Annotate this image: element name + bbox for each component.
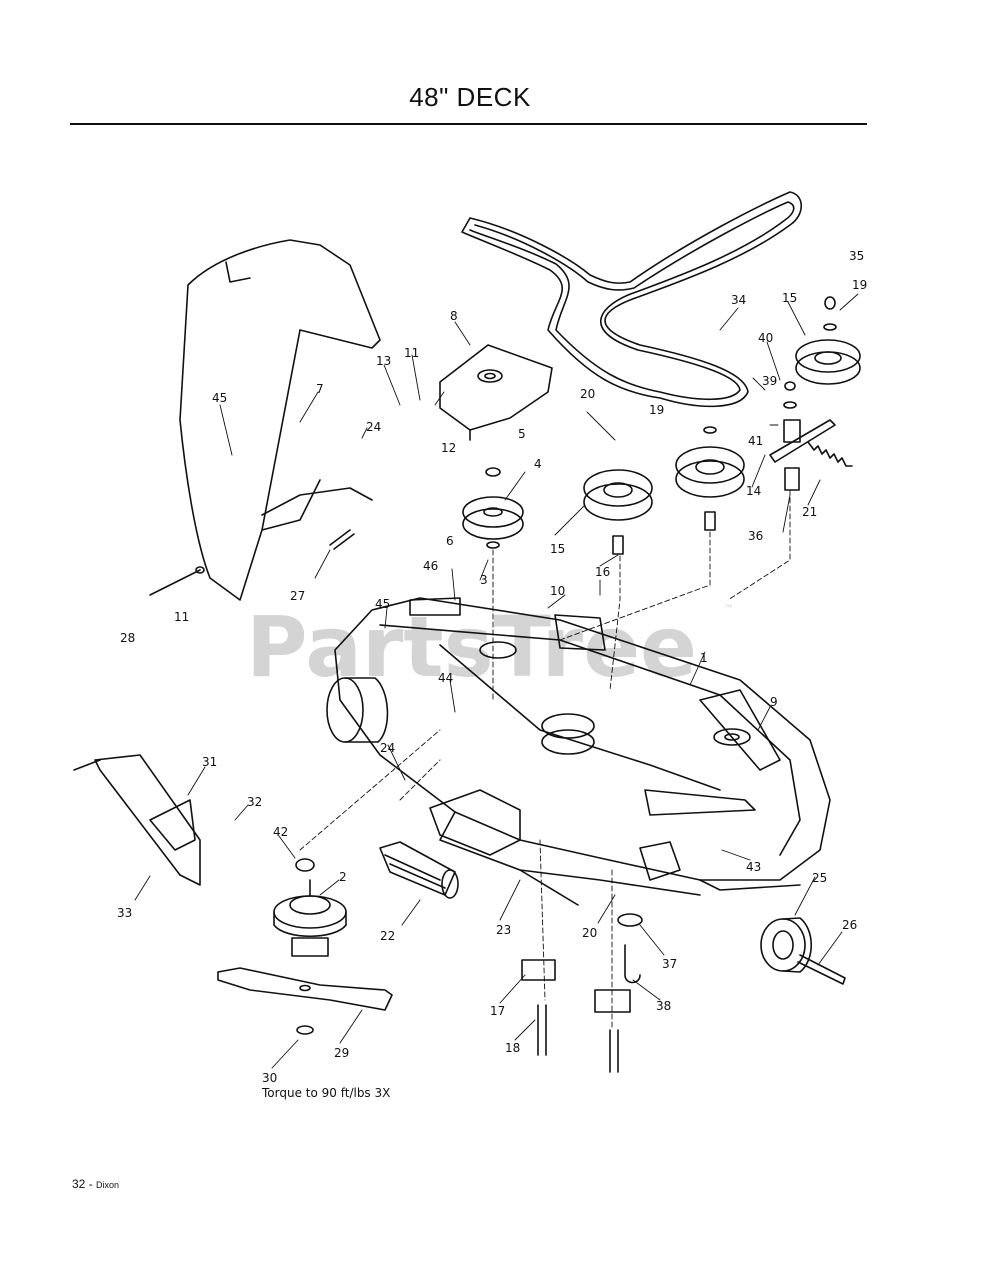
callout-2: 2 — [339, 870, 347, 884]
idler-spring — [807, 441, 853, 467]
callout-5: 5 — [518, 427, 526, 441]
callout-41: 41 — [748, 434, 763, 448]
callout-33: 33 — [117, 906, 132, 920]
callout-20-bottom: 20 — [582, 926, 597, 940]
callout-15-right: 15 — [782, 291, 797, 305]
callout-11-top: 11 — [404, 346, 419, 360]
callout-46: 46 — [423, 559, 438, 573]
callout-32: 32 — [247, 795, 262, 809]
callout-39: 39 — [762, 374, 777, 388]
callout-7: 7 — [316, 382, 324, 396]
callout-40: 40 — [758, 331, 773, 345]
pulley-center — [675, 426, 745, 531]
callout-leaders — [134, 293, 859, 1069]
callout-20-top: 20 — [580, 387, 595, 401]
callout-24-bottom: 24 — [380, 741, 395, 755]
callout-6: 6 — [446, 534, 454, 548]
callout-34: 34 — [731, 293, 746, 307]
pulley-4 — [462, 467, 524, 549]
callout-21: 21 — [802, 505, 817, 519]
callout-29: 29 — [334, 1046, 349, 1060]
callout-38: 38 — [656, 999, 671, 1013]
drive-belt — [461, 191, 803, 408]
callout-25: 25 — [812, 871, 827, 885]
callout-14: 14 — [746, 484, 761, 498]
pulley-15-right — [795, 296, 861, 385]
callout-45-bottom: 45 — [375, 597, 390, 611]
callout-44: 44 — [438, 671, 453, 685]
callout-3: 3 — [480, 573, 488, 587]
callout-1: 1 — [700, 651, 708, 665]
callout-31: 31 — [202, 755, 217, 769]
callout-16: 16 — [595, 565, 610, 579]
deck-wheel-left — [326, 677, 389, 743]
spindle — [273, 858, 347, 957]
page-number: 32 — [72, 1177, 86, 1191]
footer-brand: Dixon — [96, 1180, 120, 1190]
watermark: PartsTree ™ — [246, 598, 734, 696]
pulley-15-left — [583, 469, 653, 555]
callout-43: 43 — [746, 860, 761, 874]
callout-23: 23 — [496, 923, 511, 937]
callout-13: 13 — [376, 354, 391, 368]
page-footer: 32 - Dixon — [72, 1177, 119, 1191]
idler-bracket — [439, 344, 553, 441]
idler-arm — [769, 381, 836, 491]
callout-45-top: 45 — [212, 391, 227, 405]
footer-separator: - — [88, 1177, 93, 1191]
callout-19-left: 19 — [649, 403, 664, 417]
callout-11-bottom: 11 — [174, 610, 189, 624]
callout-17: 17 — [490, 1004, 505, 1018]
mulch-roller — [379, 841, 459, 899]
title-rule — [70, 123, 867, 125]
watermark-trademark: ™ — [724, 604, 734, 615]
callout-9: 9 — [770, 695, 778, 709]
page-title: 48" DECK — [409, 82, 531, 112]
callout-30: 30 — [262, 1071, 277, 1085]
callout-37: 37 — [662, 957, 677, 971]
mower-deck — [334, 597, 831, 896]
callout-4: 4 — [534, 457, 542, 471]
blade — [217, 967, 393, 1035]
callout-42: 42 — [273, 825, 288, 839]
callout-18: 18 — [505, 1041, 520, 1055]
callout-24-top: 24 — [366, 420, 381, 434]
callout-15-left: 15 — [550, 542, 565, 556]
callout-35: 35 — [849, 249, 864, 263]
watermark-text: PartsTree — [246, 598, 697, 696]
callout-26: 26 — [842, 918, 857, 932]
gauge-wheel — [760, 917, 846, 985]
callouts: 1 2 3 4 5 6 7 8 9 10 11 11 12 13 14 15 1… — [117, 249, 867, 1085]
callout-22: 22 — [380, 929, 395, 943]
callout-28: 28 — [120, 631, 135, 645]
callout-8: 8 — [450, 309, 458, 323]
callout-27: 27 — [290, 589, 305, 603]
torque-note: Torque to 90 ft/lbs 3X — [261, 1086, 390, 1100]
callout-10: 10 — [550, 584, 565, 598]
discharge-chute — [179, 239, 381, 601]
leader-lines — [299, 489, 791, 1031]
baffle — [94, 754, 201, 886]
callout-36: 36 — [748, 529, 763, 543]
callout-12: 12 — [441, 441, 456, 455]
callout-19-right: 19 — [852, 278, 867, 292]
